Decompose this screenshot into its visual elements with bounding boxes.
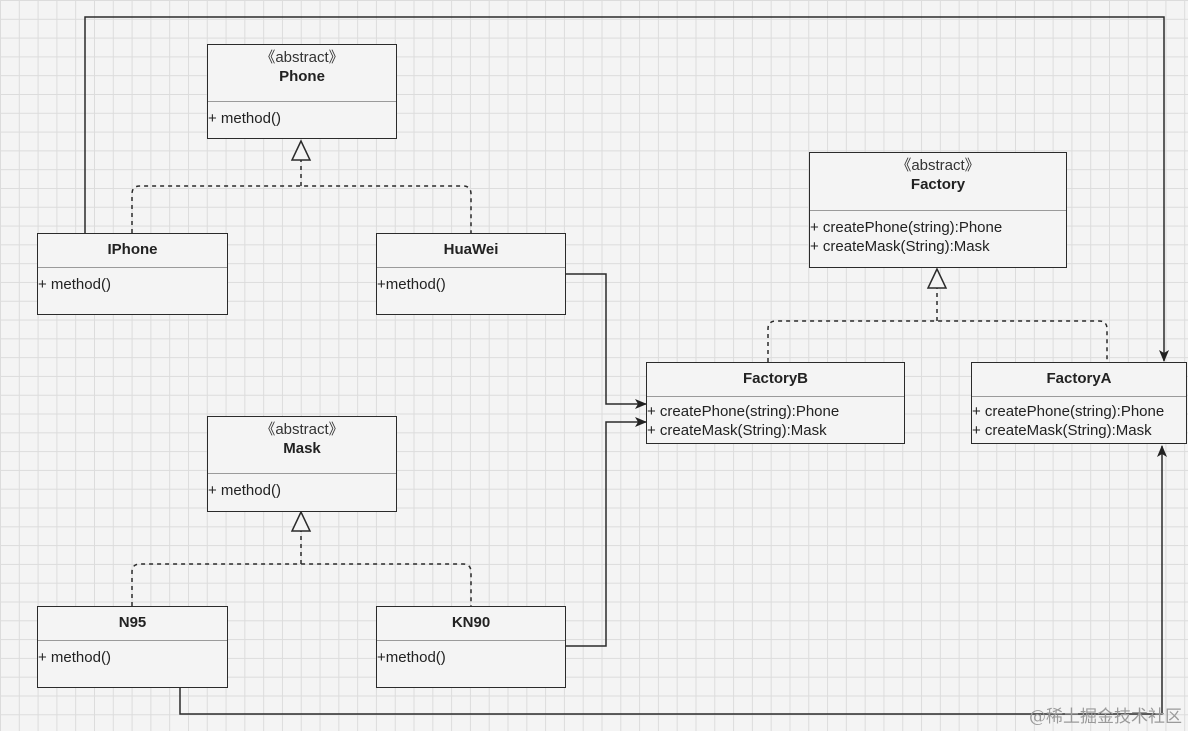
class-factoryb[interactable]: FactoryB + createPhone(string):Phone + c… xyxy=(646,362,905,444)
class-n95[interactable]: N95 + method() xyxy=(37,606,228,688)
watermark: @稀土掘金技术社区 xyxy=(1029,707,1182,727)
class-factory-header: 《abstract》 Factory xyxy=(810,153,1066,211)
class-operations: + createPhone(string):Phone + createMask… xyxy=(810,211,1066,256)
class-operations: + method() xyxy=(38,268,227,294)
class-huawei-header: HuaWei xyxy=(377,234,565,268)
class-n95-header: N95 xyxy=(38,607,227,641)
class-operations: + createPhone(string):Phone + createMask… xyxy=(647,397,904,440)
class-name: FactoryA xyxy=(1046,370,1112,387)
inheritance-triangle-factory xyxy=(926,267,948,289)
class-name: KN90 xyxy=(451,614,491,631)
realization-factories-factory xyxy=(767,320,1108,362)
class-mask-header: 《abstract》 Mask xyxy=(208,417,396,474)
operation: + method() xyxy=(38,276,111,293)
class-iphone-header: IPhone xyxy=(38,234,227,268)
class-factory[interactable]: 《abstract》 Factory + createPhone(string)… xyxy=(809,152,1067,268)
class-name: HuaWei xyxy=(443,241,499,258)
inheritance-triangle-mask xyxy=(290,510,312,532)
stereotype-label: 《abstract》 xyxy=(260,49,344,66)
class-kn90-header: KN90 xyxy=(377,607,565,641)
class-operations: +method() xyxy=(377,641,565,667)
class-operations: +method() xyxy=(377,268,565,294)
inheritance-triangle-phone xyxy=(290,139,312,161)
class-factorya[interactable]: FactoryA + createPhone(string):Phone + c… xyxy=(971,362,1187,444)
class-operations: + createPhone(string):Phone + createMask… xyxy=(972,397,1186,440)
class-operations: + method() xyxy=(38,641,227,667)
operation: +method() xyxy=(377,649,446,666)
realization-n95-kn90-mask xyxy=(131,563,472,606)
operation: + createMask(String):Mask xyxy=(810,238,990,255)
arrow-huawei-factoryb xyxy=(566,273,647,409)
operation: + createMask(String):Mask xyxy=(647,422,827,439)
class-huawei[interactable]: HuaWei +method() xyxy=(376,233,566,315)
operation: +method() xyxy=(377,276,446,293)
operation: + createPhone(string):Phone xyxy=(647,403,840,420)
operation: + createMask(String):Mask xyxy=(972,422,1152,439)
class-kn90[interactable]: KN90 +method() xyxy=(376,606,566,688)
arrow-n95-factorya xyxy=(179,445,1167,715)
class-operations: + method() xyxy=(208,474,396,500)
class-iphone[interactable]: IPhone + method() xyxy=(37,233,228,315)
class-factoryb-header: FactoryB xyxy=(647,363,904,397)
arrow-kn90-factoryb xyxy=(566,417,647,647)
realization-iphone-phone xyxy=(131,185,472,233)
arrow-iphone-factorya xyxy=(84,16,1169,362)
class-phone[interactable]: 《abstract》 Phone + method() xyxy=(207,44,397,139)
operation: + method() xyxy=(208,110,281,127)
stereotype-label: 《abstract》 xyxy=(260,421,344,438)
class-factorya-header: FactoryA xyxy=(972,363,1186,397)
class-name: N95 xyxy=(118,614,147,631)
class-name: Mask xyxy=(283,440,321,457)
class-phone-header: 《abstract》 Phone xyxy=(208,45,396,102)
class-mask[interactable]: 《abstract》 Mask + method() xyxy=(207,416,397,512)
operation: + method() xyxy=(208,482,281,499)
operation: + createPhone(string):Phone xyxy=(810,219,1003,236)
operation: + method() xyxy=(38,649,111,666)
class-name: Factory xyxy=(910,176,966,193)
class-name: Phone xyxy=(279,68,325,85)
class-operations: + method() xyxy=(208,102,396,128)
class-name: IPhone xyxy=(107,241,158,258)
class-name: FactoryB xyxy=(742,370,809,387)
stereotype-label: 《abstract》 xyxy=(896,157,980,174)
operation: + createPhone(string):Phone xyxy=(972,403,1165,420)
